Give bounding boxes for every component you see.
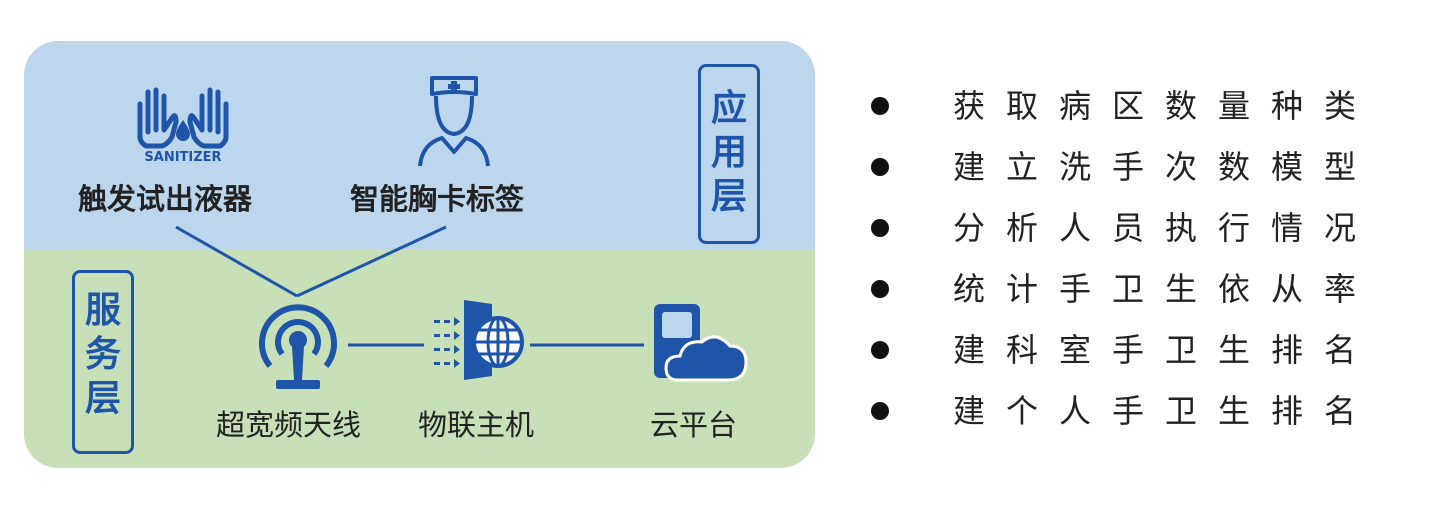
antenna-label: 超宽频天线 [216, 408, 362, 442]
link-badge-antenna [296, 225, 447, 298]
sanitizer-icon-text: SANITIZER [144, 150, 221, 164]
application-layer-label: 应 用 层 [698, 64, 760, 244]
list-item: 建个人手卫生排名 [865, 385, 1405, 446]
list-item: 统计手卫生依从率 [865, 263, 1405, 324]
bullet-dot-icon [871, 341, 889, 359]
badge-label: 智能胸卡标签 [350, 182, 525, 216]
list-item: 建科室手卫生排名 [865, 324, 1405, 385]
sanitizer-hands-icon: SANITIZER [132, 82, 234, 165]
service-layer-label: 服 务 层 [72, 270, 134, 454]
nurse-badge-icon [418, 72, 490, 168]
bullet-dot-icon [871, 402, 889, 420]
function-list: 获取病区数量种类 建立洗手次数模型 分析人员执行情况 统计手卫生依从率 建科室手… [865, 80, 1405, 446]
bullet-dot-icon [871, 158, 889, 176]
list-item: 分析人员执行情况 [865, 202, 1405, 263]
iot-host-label: 物联主机 [418, 408, 535, 442]
link-sanitizer-antenna [175, 225, 298, 298]
cloud-platform-label: 云平台 [650, 408, 738, 442]
bullet-dot-icon [871, 280, 889, 298]
sanitizer-label: 触发试出液器 [78, 182, 253, 216]
iot-host-globe-icon [424, 298, 528, 382]
antenna-icon [252, 296, 344, 392]
list-item: 获取病区数量种类 [865, 80, 1405, 141]
cloud-server-icon [648, 302, 748, 382]
list-item: 建立洗手次数模型 [865, 141, 1405, 202]
bullet-dot-icon [871, 97, 889, 115]
bullet-dot-icon [871, 219, 889, 237]
